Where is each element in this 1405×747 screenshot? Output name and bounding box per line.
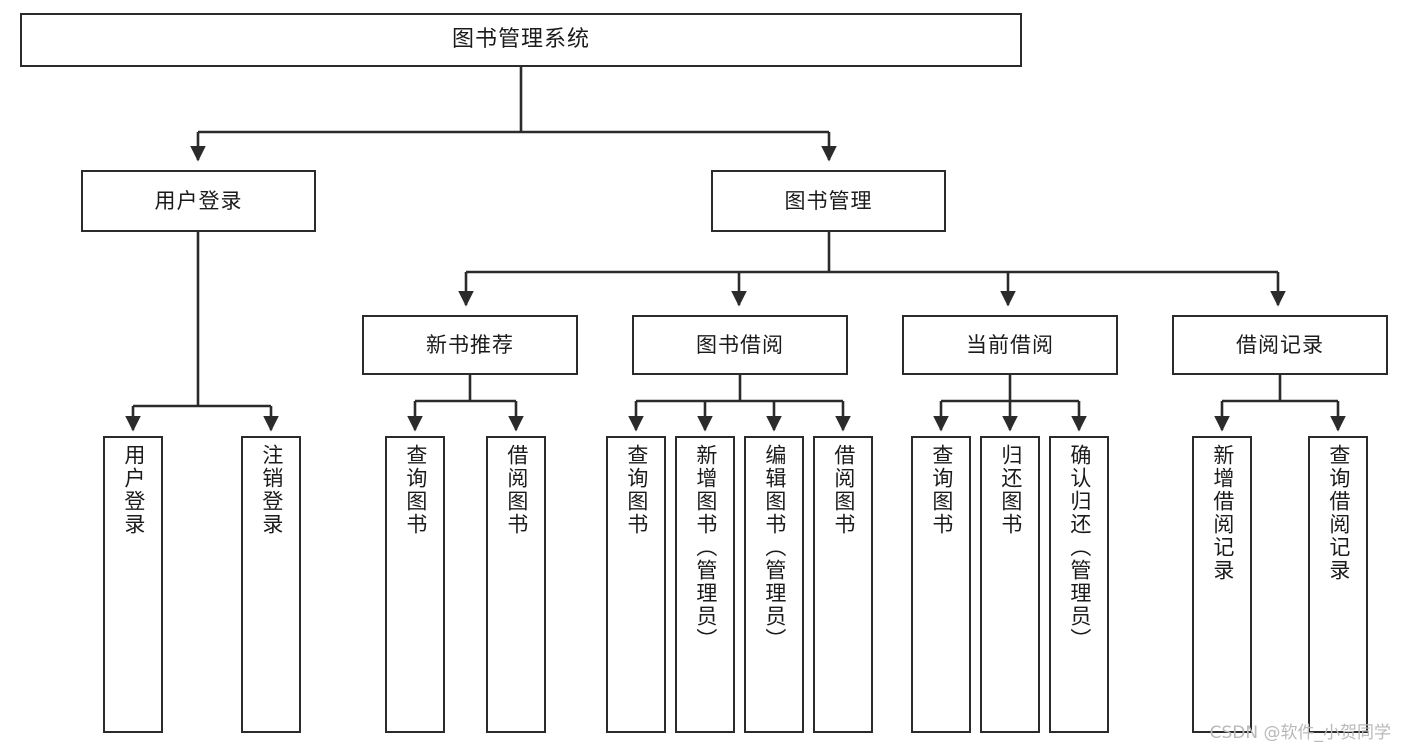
node-label: 新增图书（管理员） xyxy=(693,444,718,651)
leaf-query-book-current[interactable]: 查询图书 xyxy=(911,436,971,733)
node-label: 用户登录 xyxy=(121,444,146,536)
leaf-user-login[interactable]: 用户登录 xyxy=(103,436,163,733)
leaf-borrow-book-recommend[interactable]: 借阅图书 xyxy=(486,436,546,733)
node-label: 新书推荐 xyxy=(426,332,514,357)
node-user-login[interactable]: 用户登录 xyxy=(81,170,316,232)
leaf-borrow-book[interactable]: 借阅图书 xyxy=(813,436,873,733)
node-new-book-recommend[interactable]: 新书推荐 xyxy=(362,315,578,375)
leaf-query-book-borrow[interactable]: 查询图书 xyxy=(606,436,666,733)
leaf-confirm-return-admin[interactable]: 确认归还（管理员） xyxy=(1049,436,1109,733)
node-label: 借阅记录 xyxy=(1236,332,1324,357)
node-current-borrow[interactable]: 当前借阅 xyxy=(902,315,1118,375)
node-book-borrow[interactable]: 图书借阅 xyxy=(632,315,848,375)
node-book-management[interactable]: 图书管理 xyxy=(711,170,946,232)
leaf-return-book[interactable]: 归还图书 xyxy=(980,436,1040,733)
leaf-add-borrow-record[interactable]: 新增借阅记录 xyxy=(1192,436,1252,733)
node-label: 当前借阅 xyxy=(966,332,1054,357)
node-label: 注销登录 xyxy=(259,444,284,536)
leaf-logout[interactable]: 注销登录 xyxy=(241,436,301,733)
leaf-add-book-admin[interactable]: 新增图书（管理员） xyxy=(675,436,735,733)
node-label: 用户登录 xyxy=(154,188,243,213)
node-label: 图书管理系统 xyxy=(451,27,590,53)
node-label: 查询图书 xyxy=(624,444,649,536)
leaf-query-borrow-record[interactable]: 查询借阅记录 xyxy=(1308,436,1368,733)
node-label: 查询借阅记录 xyxy=(1326,444,1351,582)
node-label: 图书借阅 xyxy=(696,332,784,357)
node-label: 图书管理 xyxy=(784,188,873,213)
node-root-system[interactable]: 图书管理系统 xyxy=(20,13,1022,67)
node-label: 查询图书 xyxy=(403,444,428,536)
node-label: 归还图书 xyxy=(998,444,1023,536)
node-label: 查询图书 xyxy=(929,444,954,536)
node-label: 编辑图书（管理员） xyxy=(762,444,787,651)
node-label: 借阅图书 xyxy=(504,444,529,536)
node-borrow-record[interactable]: 借阅记录 xyxy=(1172,315,1388,375)
node-label: 借阅图书 xyxy=(831,444,856,536)
leaf-query-book-recommend[interactable]: 查询图书 xyxy=(385,436,445,733)
node-label: 确认归还（管理员） xyxy=(1067,444,1092,651)
leaf-edit-book-admin[interactable]: 编辑图书（管理员） xyxy=(744,436,804,733)
node-label: 新增借阅记录 xyxy=(1210,444,1235,582)
